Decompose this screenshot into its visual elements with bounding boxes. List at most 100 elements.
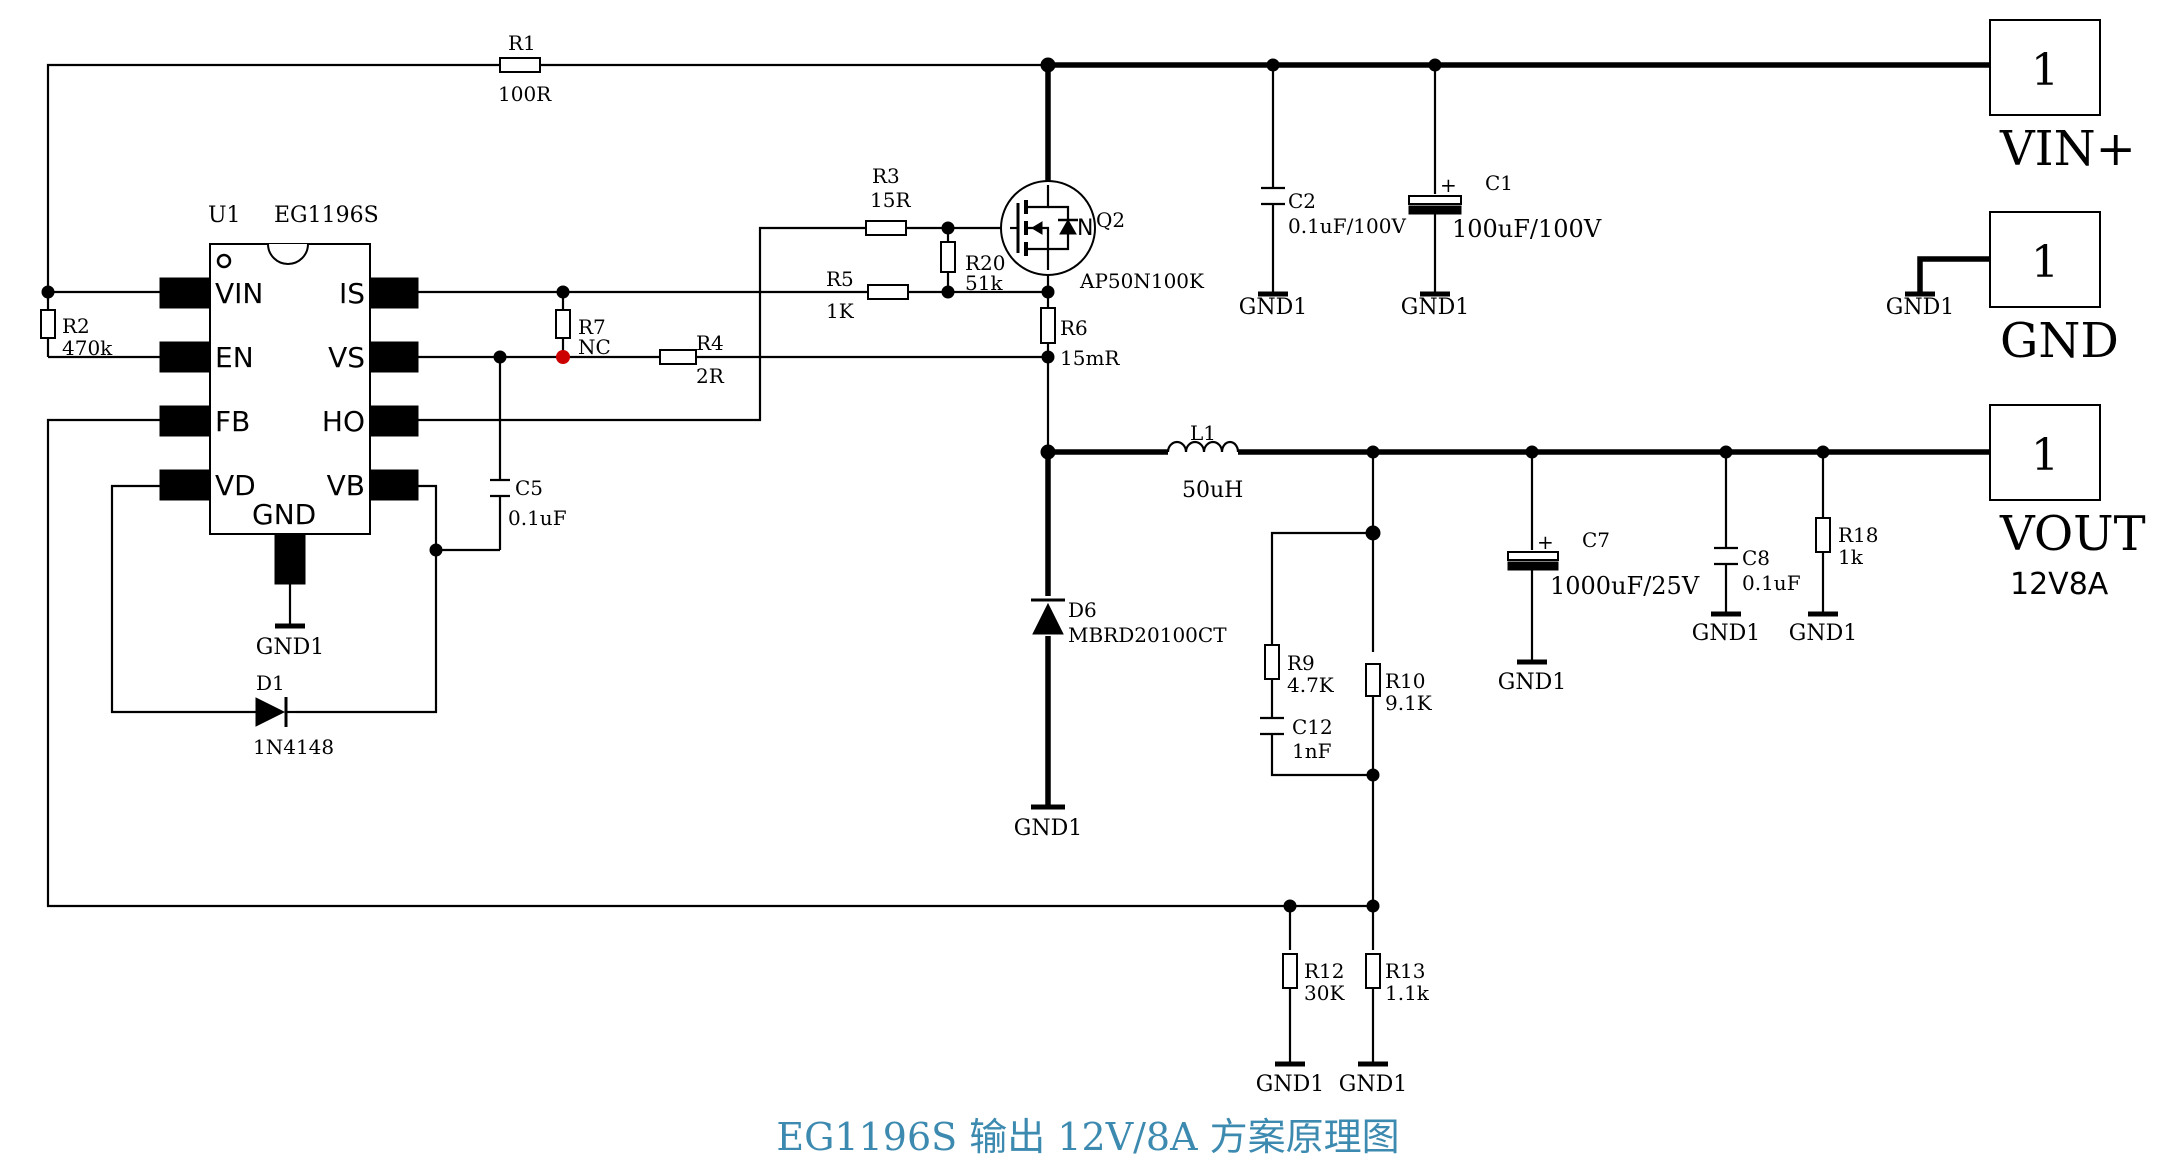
pin-label-gnd: GND xyxy=(252,498,316,531)
junction-dot xyxy=(1283,899,1297,913)
connector-vin: 1 VIN+ xyxy=(1989,19,2136,177)
diodes: D1 1N4148 D6 MBRD20100CT xyxy=(253,598,1227,759)
c12-ref: C12 xyxy=(1292,715,1333,739)
junction-dot xyxy=(556,285,570,299)
resistor-r12 xyxy=(1282,953,1298,989)
r1-value: 100R xyxy=(498,82,552,106)
ic-pin-gnd xyxy=(274,533,306,585)
ground-symbol: GND1 xyxy=(1886,291,1954,320)
junction-dot xyxy=(1365,525,1381,541)
svg-text:GND1: GND1 xyxy=(1692,621,1760,646)
ic-pin-ho xyxy=(369,405,419,437)
ic-part: EG1196S xyxy=(274,203,379,228)
c5-ref: C5 xyxy=(515,476,543,500)
resistor-r2 xyxy=(40,309,56,339)
ic-notch xyxy=(267,243,309,265)
resistor-r5 xyxy=(867,284,909,300)
r20-ref: R20 xyxy=(965,251,1006,275)
capacitor-c7-plate xyxy=(1507,551,1559,561)
l1-value: 50uH xyxy=(1182,478,1243,503)
svg-text:GND1: GND1 xyxy=(1339,1072,1407,1097)
r3-ref: R3 xyxy=(872,164,900,188)
c7-plus-sign: + xyxy=(1537,530,1554,554)
c2-ref: C2 xyxy=(1288,189,1316,213)
resistor-r13 xyxy=(1365,953,1381,989)
ground-symbol: GND1 xyxy=(1789,611,1857,646)
ground-symbol: GND1 xyxy=(1014,804,1082,841)
resistor-r18 xyxy=(1815,517,1831,553)
connector-gnd: 1 GND xyxy=(1989,211,2119,369)
junction-dot xyxy=(941,221,955,235)
pin-label-vs: VS xyxy=(328,341,365,374)
r13-value: 1.1k xyxy=(1385,981,1430,1005)
junction-dot xyxy=(1816,445,1830,459)
resistor-r10 xyxy=(1365,663,1381,697)
connector-pin: 1 xyxy=(2031,430,2059,481)
r5-value: 1K xyxy=(826,299,855,323)
connector-box xyxy=(1989,19,2101,116)
diode-d1-triangle xyxy=(255,697,286,727)
mosfet-body-diode xyxy=(1059,218,1077,235)
resistors: R1 100R R2 470k R3 15R R5 1K R20 51k R7 … xyxy=(40,31,1879,1005)
c8-ref: C8 xyxy=(1742,546,1770,570)
pin-label-fb: FB xyxy=(215,405,250,438)
junction-dot xyxy=(429,543,443,557)
nc-junction-dot xyxy=(556,350,570,364)
junction-dot xyxy=(41,285,55,299)
ground-symbols: GND1 GND1 GND1 GND1 GND1 GND1 GND1 GND1 xyxy=(256,291,1954,1097)
svg-text:GND1: GND1 xyxy=(1789,621,1857,646)
junction-dot xyxy=(1525,445,1539,459)
svg-text:GND1: GND1 xyxy=(1239,295,1307,320)
svg-text:GND1: GND1 xyxy=(1401,295,1469,320)
r7-value: NC xyxy=(578,335,611,359)
r4-ref: R4 xyxy=(696,331,724,355)
junction-dot xyxy=(1428,58,1442,72)
capacitors: C5 0.1uF C2 0.1uF/100V + C1 100uF/100V +… xyxy=(490,171,1801,763)
connector-label: VOUT xyxy=(1999,506,2146,562)
junction-dot xyxy=(1040,444,1056,460)
c8-value: 0.1uF xyxy=(1742,571,1801,595)
r3-value: 15R xyxy=(870,188,911,212)
junction-dot xyxy=(1366,899,1380,913)
junction-dot xyxy=(1366,445,1380,459)
pin-label-en: EN xyxy=(215,341,254,374)
r10-value: 9.1K xyxy=(1385,691,1433,715)
r10-ref: R10 xyxy=(1385,669,1426,693)
c5-value: 0.1uF xyxy=(508,506,567,530)
capacitor-c1-plate xyxy=(1408,205,1462,215)
resistor-r3 xyxy=(865,220,907,236)
ic-pin-vin xyxy=(159,277,211,309)
connector-label: VIN+ xyxy=(1999,121,2136,177)
ic-pin-vd xyxy=(159,469,211,501)
svg-text:GND1: GND1 xyxy=(1886,295,1954,320)
capacitor-c7-plate xyxy=(1507,561,1559,571)
connector-pin: 1 xyxy=(2031,45,2059,96)
junction-dot xyxy=(1719,445,1733,459)
ic-pin-vs xyxy=(369,341,419,373)
ic-pin-en xyxy=(159,341,211,373)
r6-value: 15mR xyxy=(1060,346,1120,370)
diode-d6-triangle xyxy=(1032,602,1064,635)
junction-dot xyxy=(1266,58,1280,72)
r9-value: 4.7K xyxy=(1287,673,1335,697)
r2-value: 470k xyxy=(62,336,113,360)
c12-value: 1nF xyxy=(1292,739,1332,763)
mosfet-q2: N Q2 AP50N100K xyxy=(1000,180,1205,293)
ic-body xyxy=(209,243,371,535)
q2-type-letter: N xyxy=(1077,216,1093,241)
r18-value: 1k xyxy=(1838,545,1864,569)
r6-ref: R6 xyxy=(1060,316,1088,340)
mosfet-arrow xyxy=(1031,221,1043,235)
connector-vout: 1 VOUT 12V8A xyxy=(1989,404,2146,602)
c2-value: 0.1uF/100V xyxy=(1288,214,1406,238)
pin1-marker xyxy=(216,253,232,269)
d6-ref: D6 xyxy=(1068,598,1097,622)
pin-label-ho: HO xyxy=(322,405,365,438)
capacitor-c1-plate xyxy=(1408,195,1462,205)
resistor-r7 xyxy=(555,309,571,339)
svg-text:GND1: GND1 xyxy=(1256,1072,1324,1097)
junction-dot xyxy=(1041,350,1055,364)
r18-ref: R18 xyxy=(1838,523,1879,547)
ground-symbol: GND1 xyxy=(1401,291,1469,320)
